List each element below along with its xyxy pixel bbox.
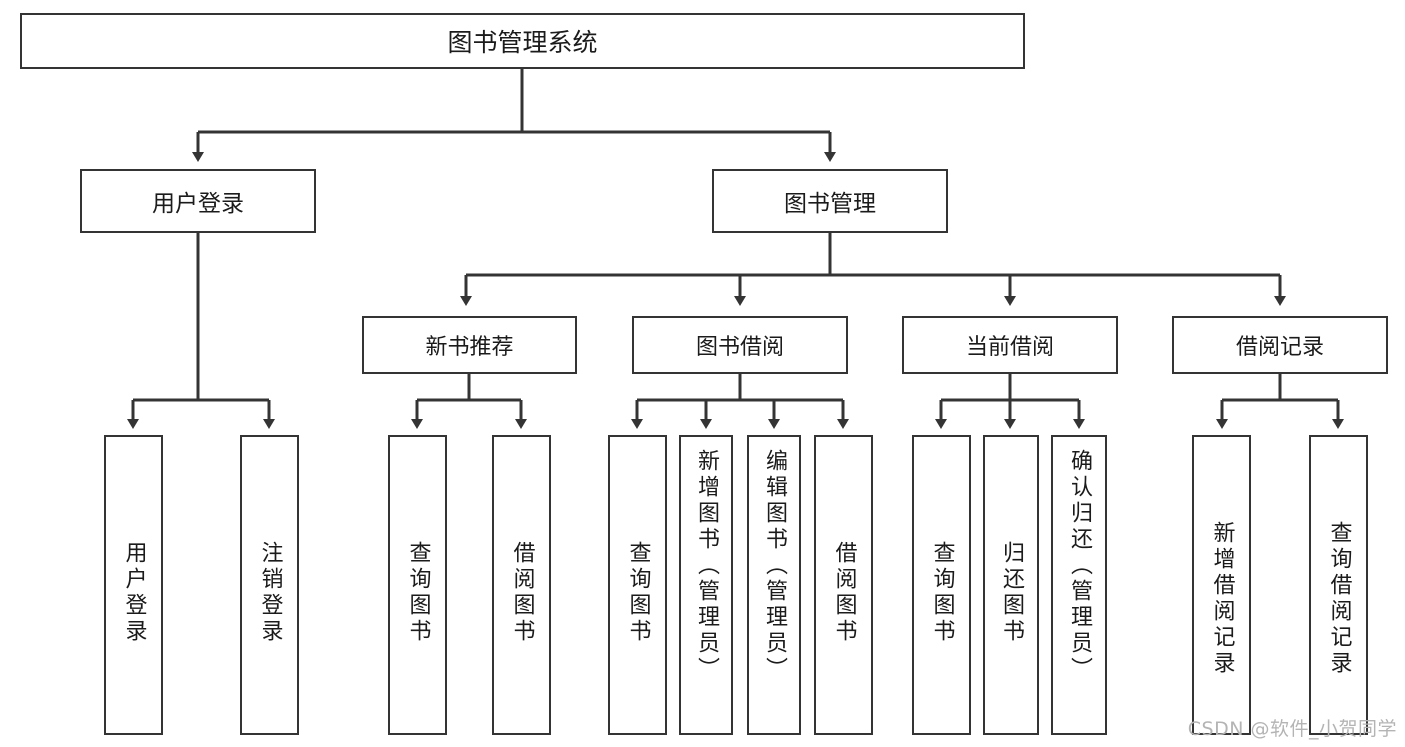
leaf-borrow-book[interactable]: 借阅图书: [814, 435, 873, 735]
node-label: 图书管理: [784, 191, 876, 217]
node-user-login[interactable]: 用户登录: [80, 169, 316, 233]
node-label: 查询图书: [625, 541, 651, 645]
node-new-book-recommend[interactable]: 新书推荐: [362, 316, 577, 374]
leaf-add-book-admin[interactable]: 新增图书（管理员）: [679, 435, 733, 735]
leaf-user-login[interactable]: 用户登录: [104, 435, 163, 735]
node-borrow-record[interactable]: 借阅记录: [1172, 316, 1388, 374]
node-label: 编辑图书（管理员）: [762, 449, 787, 683]
node-label: 图书管理系统: [447, 28, 598, 57]
node-label: 归还图书: [999, 541, 1024, 645]
leaf-borrow-book-recommend[interactable]: 借阅图书: [492, 435, 551, 735]
node-label: 新增图书（管理员）: [694, 449, 719, 683]
node-label: 注销登录: [257, 541, 283, 645]
node-label: 查询图书: [929, 541, 955, 645]
node-label: 查询借阅记录: [1326, 521, 1352, 677]
leaf-confirm-return-admin[interactable]: 确认归还（管理员）: [1051, 435, 1107, 735]
leaf-return-book[interactable]: 归还图书: [983, 435, 1039, 735]
node-root-system[interactable]: 图书管理系统: [20, 13, 1025, 69]
node-current-borrow[interactable]: 当前借阅: [902, 316, 1118, 374]
node-label: 用户登录: [121, 541, 147, 645]
node-label: 借阅记录: [1235, 335, 1324, 360]
leaf-query-book-recommend[interactable]: 查询图书: [388, 435, 447, 735]
node-label: 查询图书: [405, 541, 431, 645]
node-label: 新书推荐: [425, 335, 514, 360]
leaf-logout[interactable]: 注销登录: [240, 435, 299, 735]
leaf-edit-book-admin[interactable]: 编辑图书（管理员）: [747, 435, 801, 735]
node-label: 用户登录: [152, 191, 244, 217]
node-label: 当前借阅: [965, 335, 1054, 360]
node-label: 借阅图书: [831, 541, 857, 645]
node-label: 确认归还（管理员）: [1067, 449, 1092, 683]
leaf-query-borrow-record[interactable]: 查询借阅记录: [1309, 435, 1368, 735]
leaf-query-book-current[interactable]: 查询图书: [912, 435, 971, 735]
node-book-borrow[interactable]: 图书借阅: [632, 316, 848, 374]
leaf-add-borrow-record[interactable]: 新增借阅记录: [1192, 435, 1251, 735]
watermark-text: CSDN @软件_小贺同学: [1187, 718, 1397, 740]
node-label: 图书借阅: [695, 335, 784, 360]
leaf-query-book-borrow[interactable]: 查询图书: [608, 435, 667, 735]
node-book-management[interactable]: 图书管理: [712, 169, 948, 233]
node-label: 新增借阅记录: [1209, 521, 1235, 677]
node-label: 借阅图书: [509, 541, 535, 645]
